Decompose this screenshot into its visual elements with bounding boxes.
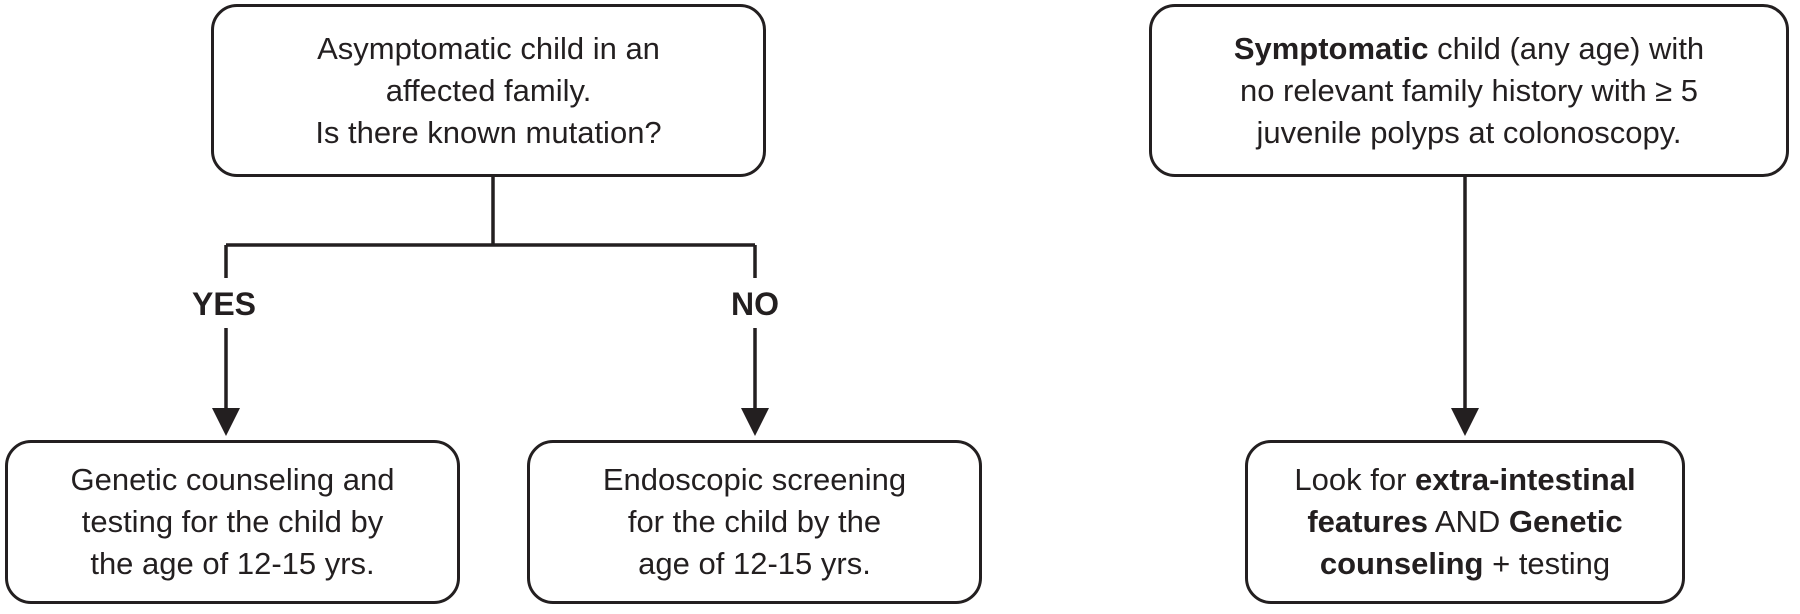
symptomatic-line-1-rest: child (any age) with <box>1428 30 1705 66</box>
result-line-2-bold-a: features <box>1307 504 1428 539</box>
extra-intestinal-box: Look for extra-intestinal features AND G… <box>1245 440 1685 604</box>
yes-outcome-line-3: the age of 12-15 yrs. <box>90 546 375 581</box>
yes-outcome-line-2: testing for the child by <box>81 504 384 539</box>
result-line-1-plain: Look for <box>1294 462 1416 497</box>
result-line-3: counseling + testing <box>1320 543 1610 585</box>
question-line-2: affected family. <box>385 72 592 108</box>
no-outcome-line-1: Endoscopic screening <box>602 462 907 497</box>
asymptomatic-question-box: Asymptomatic child in an affected family… <box>211 4 766 177</box>
no-outcome-line-3: age of 12-15 yrs. <box>638 546 871 581</box>
yes-outcome-line-1: Genetic counseling and <box>70 462 395 497</box>
result-line-2-plain: AND <box>1427 504 1509 539</box>
result-line-1: Look for extra-intestinal <box>1294 459 1635 501</box>
question-line-3: Is there known mutation? <box>315 114 662 150</box>
no-arrowhead <box>741 408 769 436</box>
result-line-2: features AND Genetic <box>1307 501 1622 543</box>
symptomatic-line-1: Symptomatic child (any age) with <box>1234 28 1704 70</box>
result-line-3-bold: counseling <box>1319 546 1484 581</box>
result-line-1-bold: extra-intestinal <box>1415 462 1636 497</box>
yes-arrowhead <box>212 408 240 436</box>
endoscopic-screening-box: Endoscopic screening for the child by th… <box>527 440 982 604</box>
symptomatic-line-3: juvenile polyps at colonoscopy. <box>1256 114 1682 150</box>
no-outcome-line-2: for the child by the <box>627 504 882 539</box>
right-arrowhead <box>1451 408 1479 436</box>
no-label: NO <box>731 286 779 322</box>
result-line-3-plain: + testing <box>1483 546 1611 581</box>
symptomatic-bold-text: Symptomatic <box>1233 30 1429 66</box>
result-line-2-bold-b: Genetic <box>1508 504 1623 539</box>
symptomatic-child-box: Symptomatic child (any age) with no rele… <box>1149 4 1789 177</box>
yes-label: YES <box>191 286 257 322</box>
question-line-1: Asymptomatic child in an <box>317 30 660 66</box>
genetic-counseling-box: Genetic counseling and testing for the c… <box>5 440 460 604</box>
symptomatic-line-2: no relevant family history with ≥ 5 <box>1239 72 1699 108</box>
